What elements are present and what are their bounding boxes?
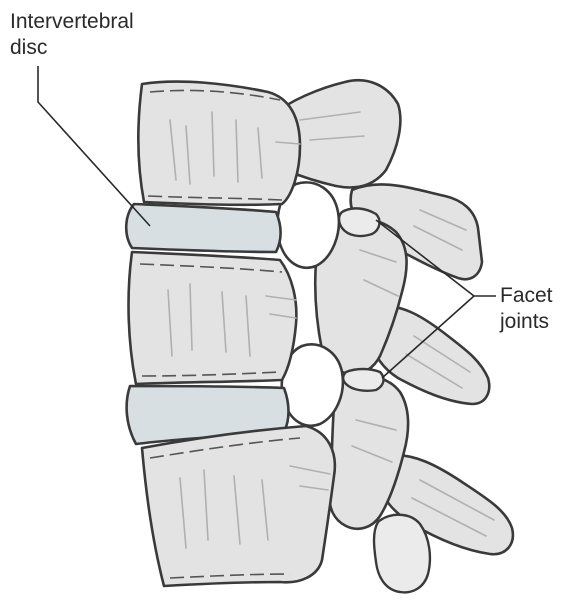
label-intervertebral-disc: Intervertebral disc [10,10,140,59]
label-facet-joints-line2: joints [499,310,549,333]
vertebral-body-top [138,82,300,205]
label-intervertebral-disc-line1: Intervertebral [10,10,134,33]
label-intervertebral-disc-line2: disc [10,36,47,59]
label-facet-joints-line1: Facet [500,284,553,307]
label-facet-joints: Facet joints [499,284,558,333]
facet-joint-lower [343,369,383,391]
facet-joint-upper [339,208,379,236]
leader-line-intervertebral-disc [38,66,150,226]
intervertebral-disc-top [126,204,280,252]
vertebral-body-bottom [142,426,335,586]
inferior-articular-process [374,515,430,593]
